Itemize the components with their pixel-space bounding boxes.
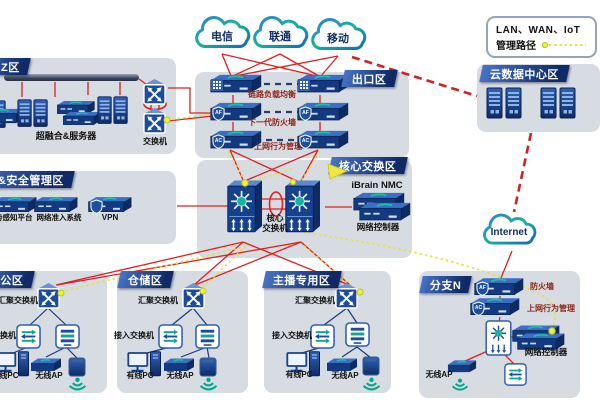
- network-access-control-label: 网络准入系统: [36, 213, 82, 222]
- vpn-label: VPN: [101, 213, 119, 222]
- office-ap-label: 无线AP: [35, 371, 63, 380]
- office-access-label: 接入交换机: [0, 331, 16, 340]
- studio-poe-switch-icon: [345, 322, 370, 347]
- legend-line1: LAN、WAN、IoT: [496, 25, 581, 36]
- dc-server-rack-icon: [486, 86, 504, 122]
- branch-iam-label: 上网行为管理: [527, 304, 575, 313]
- zone-title-office: 办公区: [0, 271, 35, 288]
- office-access-switch-icon: [16, 324, 41, 349]
- iam-label: 上网行为管理: [254, 142, 302, 151]
- dmz-backbone-bus: [4, 74, 139, 81]
- zone-title-studio: 主播专用区: [262, 271, 342, 288]
- warehouse-wall-ap-icon: [199, 357, 217, 377]
- office-pc-label: 有线PC: [0, 371, 19, 380]
- network-controller-label: 网络控制器: [356, 222, 400, 232]
- warehouse-pc-label: 有线PC: [126, 371, 154, 380]
- cloud-unicom-label: 联通: [269, 30, 291, 43]
- core-switch-label: 核心 交换机: [262, 213, 288, 234]
- af-shield-badge: AF: [476, 281, 489, 296]
- ac-shield-badge: AC: [212, 134, 225, 149]
- dmz-switch-top-icon: [141, 78, 168, 107]
- dmz-switch-bottom-icon: [141, 107, 168, 136]
- network-controller-icon: [358, 201, 412, 221]
- office-agg-label: 汇聚交换机: [0, 296, 38, 305]
- situation-awareness-label: 态势感知平台: [0, 213, 33, 222]
- dmz-servers-label: 超融合&服务器: [35, 131, 97, 141]
- network-access-control-icon: [33, 195, 79, 213]
- ac-shield-badge: AC: [299, 134, 312, 149]
- ibrain-nmc-label: iBrain NMC: [351, 180, 403, 191]
- zone-title-exit: 出口区: [341, 70, 398, 87]
- cloud-telecom-label: 电信: [211, 30, 233, 43]
- warehouse-access-label: 接入交换机: [114, 331, 154, 340]
- wifi-signal-icon: [66, 377, 89, 392]
- warehouse-poe-switch-icon: [195, 324, 220, 349]
- zone-title-warehouse: 仓储区: [117, 271, 174, 288]
- hci-appliance-icon: [62, 110, 102, 126]
- management-path-sample-line: [541, 41, 586, 48]
- studio-pc-label: 有线PC: [285, 370, 313, 379]
- studio-access-label: 接入交换机: [272, 331, 312, 340]
- dc-server-rack-icon: [505, 86, 523, 122]
- server-rack-icon: [33, 98, 49, 130]
- zone-title-cloud-dc: 云数据中心区: [479, 65, 570, 82]
- zone-title-mgmt: 运维&安全管理区: [0, 171, 75, 188]
- office-poe-switch-icon: [55, 324, 80, 349]
- branch-ap-label: 无线AP: [425, 370, 453, 379]
- office-agg-switch-icon: [35, 282, 62, 311]
- cloud-mobile: 移动: [306, 16, 370, 56]
- vpn-shield-badge: [90, 199, 103, 214]
- zone-title-branch: 分支N: [419, 276, 473, 293]
- server-rack-icon: [17, 98, 33, 130]
- branch-controller-label: 网络控制器: [524, 347, 568, 357]
- dc-server-rack-icon: [540, 86, 558, 122]
- load-balancer-badge: [298, 79, 310, 91]
- core-switch-icon: [224, 178, 262, 238]
- wifi-signal-icon: [360, 377, 383, 392]
- llb-label: 链路负载均衡: [248, 90, 296, 99]
- server-rack-icon: [113, 95, 129, 127]
- branch-switch-icon: [485, 320, 512, 356]
- cloud-internet: Internet: [478, 212, 540, 250]
- cloud-internet-label: Internet: [490, 227, 528, 238]
- af-shield-badge: AF: [212, 106, 225, 121]
- cloud-mobile-label: 移动: [327, 32, 349, 45]
- studio-ap-label: 无线AP: [331, 371, 359, 380]
- warehouse-access-switch-icon: [158, 324, 183, 349]
- branch-access-switch-icon: [504, 363, 527, 386]
- cloud-telecom: 电信: [190, 14, 254, 54]
- studio-access-switch-icon: [310, 324, 335, 349]
- legend-line2: 管理路径: [496, 41, 536, 52]
- studio-wall-ap-icon: [362, 356, 380, 376]
- warehouse-ap-label: 无线AP: [166, 371, 194, 380]
- dc-server-rack-icon: [559, 86, 577, 122]
- ac-shield-badge: AC: [472, 301, 485, 316]
- warehouse-agg-switch-icon: [180, 282, 207, 311]
- office-wall-ap-icon: [68, 357, 86, 377]
- zone-title-dmz: DMZ区: [0, 58, 31, 75]
- af-shield-badge: AF: [299, 106, 312, 121]
- branch-firewall-label: 防火墙: [530, 282, 554, 291]
- wifi-signal-icon: [449, 378, 471, 392]
- cloud-unicom: 联通: [248, 14, 312, 54]
- server-rack-icon: [97, 95, 113, 127]
- wifi-signal-icon: [197, 377, 220, 392]
- studio-agg-label: 汇聚交换机: [295, 296, 335, 305]
- zone-title-core: 核心交换区: [328, 157, 408, 174]
- dmz-switch-label: 交换机: [143, 137, 167, 146]
- ngfw-label: 下一代防火墙: [248, 118, 296, 127]
- load-balancer-badge: [211, 79, 223, 91]
- legend: LAN、WAN、IoT 管理路径: [486, 16, 597, 58]
- warehouse-agg-label: 汇聚交换机: [138, 296, 178, 305]
